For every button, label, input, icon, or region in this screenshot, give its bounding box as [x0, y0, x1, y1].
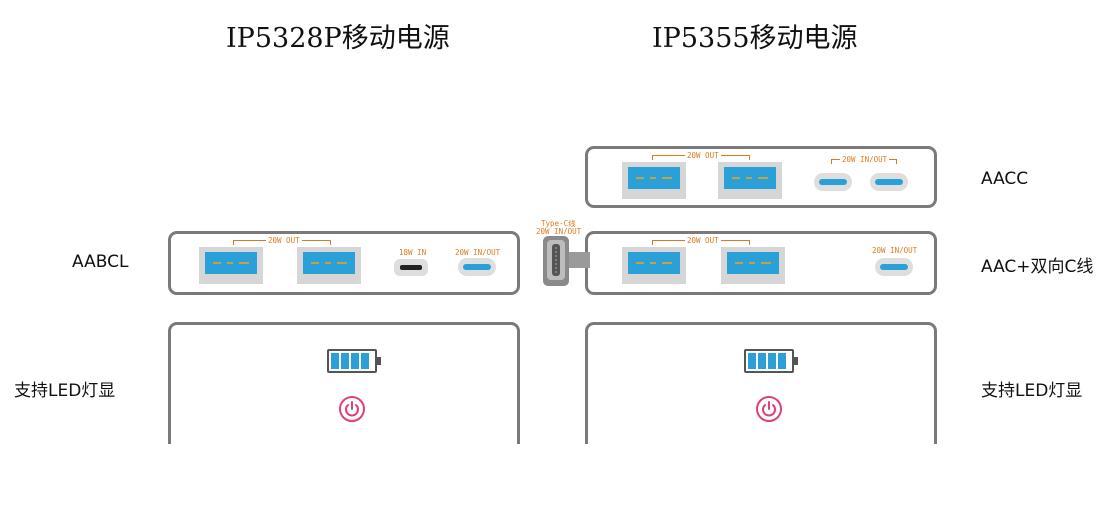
- label-led-left: 支持LED灯显: [14, 381, 116, 401]
- in-out-20w-label: 20W IN/OUT: [872, 246, 918, 255]
- in-out-20w-label: 20W IN/OUT: [455, 248, 501, 257]
- title-ip5355: IP5355移动电源: [652, 23, 858, 54]
- usb-a-port-1: [622, 247, 686, 284]
- cable-label-line2: 20W IN/OUT: [536, 227, 582, 236]
- panel-led-left: [168, 322, 520, 444]
- label-aac-cable: AAC+双向C线: [981, 257, 1094, 277]
- type-c-port-2: [870, 173, 908, 191]
- label-led-right: 支持LED灯显: [981, 381, 1083, 401]
- usb-a-port-2: [297, 247, 361, 284]
- power-icon: [756, 396, 782, 422]
- battery-full-icon: [744, 349, 798, 373]
- type-c-cable-icon: [543, 236, 590, 286]
- out-20w-label: 20W OUT: [685, 236, 721, 245]
- battery-full-icon: [327, 349, 381, 373]
- out-20w-label: 20W OUT: [266, 236, 302, 245]
- usb-a-port-2: [721, 247, 785, 284]
- panel-aac-cable: 20W OUT 20W IN/OUT: [585, 231, 937, 295]
- label-aabcl: AABCL: [72, 252, 129, 272]
- usb-a-port-1: [199, 247, 263, 284]
- title-ip5328p: IP5328P移动电源: [226, 23, 450, 54]
- power-icon: [339, 396, 365, 422]
- type-c-port: [875, 258, 913, 276]
- usb-a-port-1: [622, 162, 686, 199]
- out-20w-label: 20W OUT: [685, 151, 721, 160]
- micro-usb-port: [394, 259, 428, 276]
- in-out-20w-label: 20W IN/OUT: [840, 155, 890, 164]
- cable-label-line1: Type-C线: [541, 219, 576, 228]
- panel-aacc: 20W OUT 20W IN/OUT: [585, 146, 937, 208]
- type-c-port: [458, 258, 496, 276]
- type-c-port-1: [814, 173, 852, 191]
- in-18w-label: 18W IN: [399, 248, 427, 257]
- usb-a-port-2: [718, 162, 782, 199]
- panel-aabcl: 20W OUT 18W IN 20W IN/OUT: [168, 231, 520, 295]
- label-aacc: AACC: [981, 169, 1029, 189]
- panel-led-right: [585, 322, 937, 444]
